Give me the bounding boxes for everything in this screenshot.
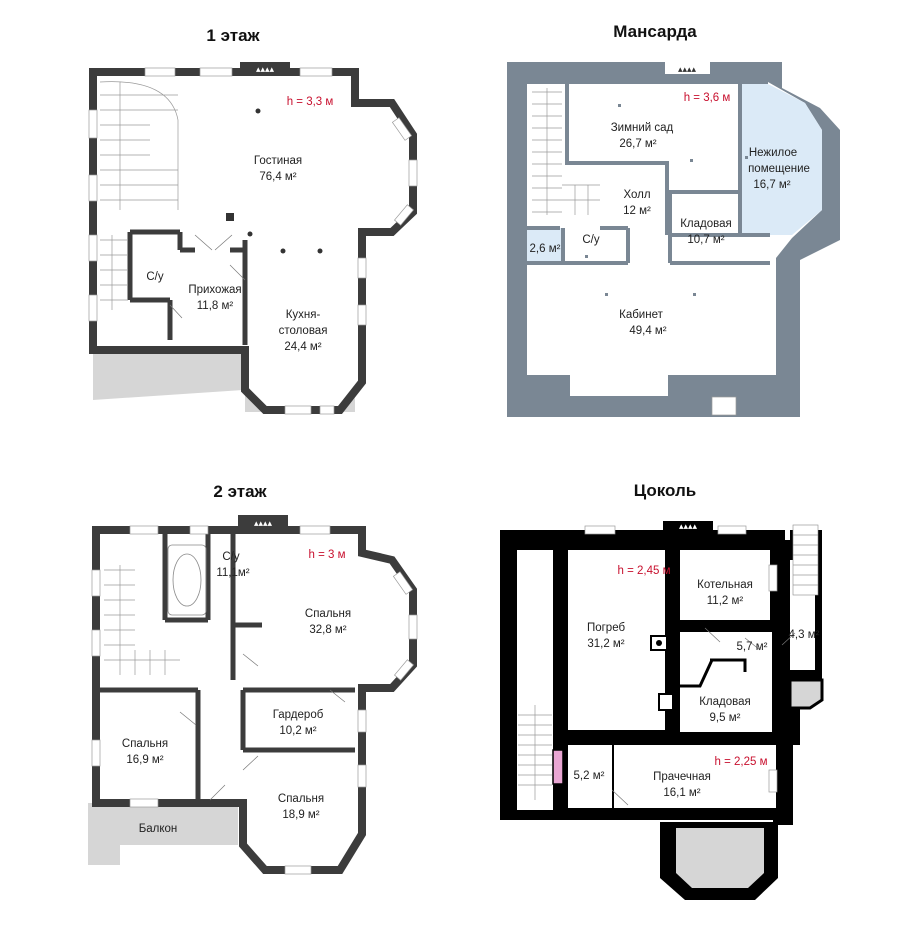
attic-wintergarden-area: 26,7 м² bbox=[619, 138, 656, 150]
basement-boiler-area: 11,2 м² bbox=[707, 595, 744, 607]
basement-title: Цоколь bbox=[634, 481, 697, 500]
floor1-terrace bbox=[93, 350, 243, 400]
floor2-balcony-fill bbox=[88, 803, 238, 865]
basement-entry-box bbox=[788, 678, 824, 710]
svg-text:▴▴▴▴: ▴▴▴▴ bbox=[679, 522, 698, 532]
attic-window-bottom bbox=[711, 396, 737, 416]
attic-hallway-name: Холл bbox=[623, 189, 650, 201]
attic-interior-walls bbox=[527, 84, 770, 265]
floor1-staircase bbox=[99, 81, 179, 310]
attic-markers bbox=[585, 104, 748, 296]
basement-partitions bbox=[672, 658, 747, 688]
floor1-height: h = 3,3 м bbox=[287, 96, 334, 108]
attic-outer-wall bbox=[507, 62, 840, 417]
attic-staircase bbox=[532, 88, 600, 215]
floor2-wardrobe-name: Гардероб bbox=[273, 709, 324, 721]
basement-boiler-name: Котельная bbox=[697, 579, 753, 591]
floor1-title: 1 этаж bbox=[206, 26, 260, 45]
floor1-kitchen-area: 24,4 м² bbox=[284, 341, 321, 353]
floor2-interior-walls bbox=[96, 530, 355, 803]
floor1-kitchen-name1: Кухня- bbox=[286, 309, 321, 321]
attic-nonliving-area: 16,7 м² bbox=[753, 179, 790, 191]
attic-small-fill bbox=[527, 228, 563, 263]
attic-small-area: 2,6 м² bbox=[530, 243, 561, 255]
floor1-living-area: 76,4 м² bbox=[259, 171, 296, 183]
attic-storage-name: Кладовая bbox=[680, 218, 732, 230]
floor1-living-name: Гостиная bbox=[254, 155, 302, 167]
floor2-staircase bbox=[104, 565, 180, 675]
floor1-doors bbox=[169, 234, 246, 319]
floor1-bath-name: С/у bbox=[146, 271, 164, 283]
floor2-bath-area: 11,1м² bbox=[216, 567, 249, 579]
plan-attic: Мансарда ▴▴▴▴ h = 3,6 м Зимний сад 26,7 … bbox=[507, 22, 840, 417]
floor1-windows bbox=[88, 67, 418, 415]
plan-basement: Цоколь ▴▴▴▴ h = 2,45 м К bbox=[500, 481, 824, 900]
attic-nonliving-name2: помещение bbox=[748, 163, 810, 175]
attic-nonliving-fill bbox=[740, 84, 822, 235]
basement-height-laundry: h = 2,25 м bbox=[715, 756, 768, 768]
basement-laundry-area: 16,1 м² bbox=[663, 787, 700, 799]
floor2-balcony-name: Балкон bbox=[139, 823, 178, 835]
floor2-bathtub-basin bbox=[172, 553, 202, 607]
attic-title: Мансарда bbox=[613, 22, 697, 41]
attic-nonliving-name1: Нежилое bbox=[749, 147, 797, 159]
basement-bay-inner bbox=[676, 828, 764, 888]
basement-cellar-name: Погреб bbox=[587, 622, 626, 634]
svg-text:▴▴▴▴: ▴▴▴▴ bbox=[256, 65, 275, 75]
svg-text:▴▴▴▴: ▴▴▴▴ bbox=[678, 65, 697, 75]
floor2-chimney bbox=[238, 515, 288, 529]
attic-chimney bbox=[665, 62, 710, 74]
basement-entry-area: 4,3 м² bbox=[789, 629, 820, 641]
basement-storage-area: 9,5 м² bbox=[710, 712, 741, 724]
basement-chimney bbox=[663, 521, 713, 531]
floor2-bedroom1-area: 32,8 м² bbox=[309, 624, 346, 636]
basement-small-area: 5,2 м² bbox=[574, 770, 605, 782]
basement-staircase bbox=[518, 705, 552, 805]
basement-laundry-name: Прачечная bbox=[653, 771, 711, 783]
floor1-interior-walls bbox=[127, 229, 248, 345]
attic-storage-area: 10,7 м² bbox=[687, 234, 724, 246]
floor2-bedroom3-area: 18,9 м² bbox=[282, 809, 319, 821]
basement-windows bbox=[584, 525, 778, 793]
basement-storage-box bbox=[658, 693, 674, 711]
floor2-height: h = 3 м bbox=[309, 549, 346, 561]
basement-outer-wall bbox=[500, 530, 822, 825]
basement-height-main: h = 2,45 м bbox=[618, 565, 671, 577]
floor2-bedroom1-name: Спальня bbox=[305, 608, 351, 620]
floor1-columns bbox=[226, 108, 323, 254]
attic-study-area: 49,4 м² bbox=[629, 325, 666, 337]
floor2-title: 2 этаж bbox=[213, 482, 267, 501]
attic-height: h = 3,6 м bbox=[684, 92, 731, 104]
floor2-bath-name: С/у bbox=[222, 551, 240, 563]
floor1-hall-area: 11,8 м² bbox=[197, 300, 234, 312]
attic-study-name: Кабинет bbox=[619, 309, 663, 321]
basement-storage-name: Кладовая bbox=[699, 696, 751, 708]
basement-ext-stair-steps bbox=[793, 534, 818, 586]
attic-hallway-area: 12 м² bbox=[623, 205, 651, 217]
floor1-hall-name: Прихожая bbox=[188, 284, 241, 296]
floor2-bedroom3-name: Спальня bbox=[278, 793, 324, 805]
basement-ext-stair bbox=[792, 524, 819, 596]
floor2-wardrobe-area: 10,2 м² bbox=[279, 725, 316, 737]
floor2-bedroom2-name: Спальня bbox=[122, 738, 168, 750]
floor2-outer-wall bbox=[92, 526, 417, 874]
basement-corridor-area: 5,7 м² bbox=[737, 641, 768, 653]
floor1-chimney bbox=[240, 62, 290, 74]
floor2-doors bbox=[179, 653, 346, 801]
attic-wintergarden-name: Зимний сад bbox=[611, 122, 674, 134]
plan-floor2: 2 этаж ▴▴▴▴ bbox=[88, 482, 418, 875]
basement-laundry-fixture bbox=[552, 749, 564, 785]
attic-bath-name: С/у bbox=[582, 234, 600, 246]
floor2-bathtub bbox=[167, 544, 207, 616]
basement-cellar-area: 31,2 м² bbox=[587, 638, 624, 650]
basement-doors bbox=[611, 627, 796, 806]
floor1-kitchen-name2: столовая bbox=[279, 325, 328, 337]
svg-text:▴▴▴▴: ▴▴▴▴ bbox=[254, 519, 273, 529]
floor1-outer-wall bbox=[89, 68, 417, 414]
floor2-windows bbox=[91, 525, 418, 875]
floor2-bedroom2-area: 16,9 м² bbox=[126, 754, 163, 766]
plan-floor1: 1 этаж ▴▴▴▴ bbox=[88, 26, 418, 415]
